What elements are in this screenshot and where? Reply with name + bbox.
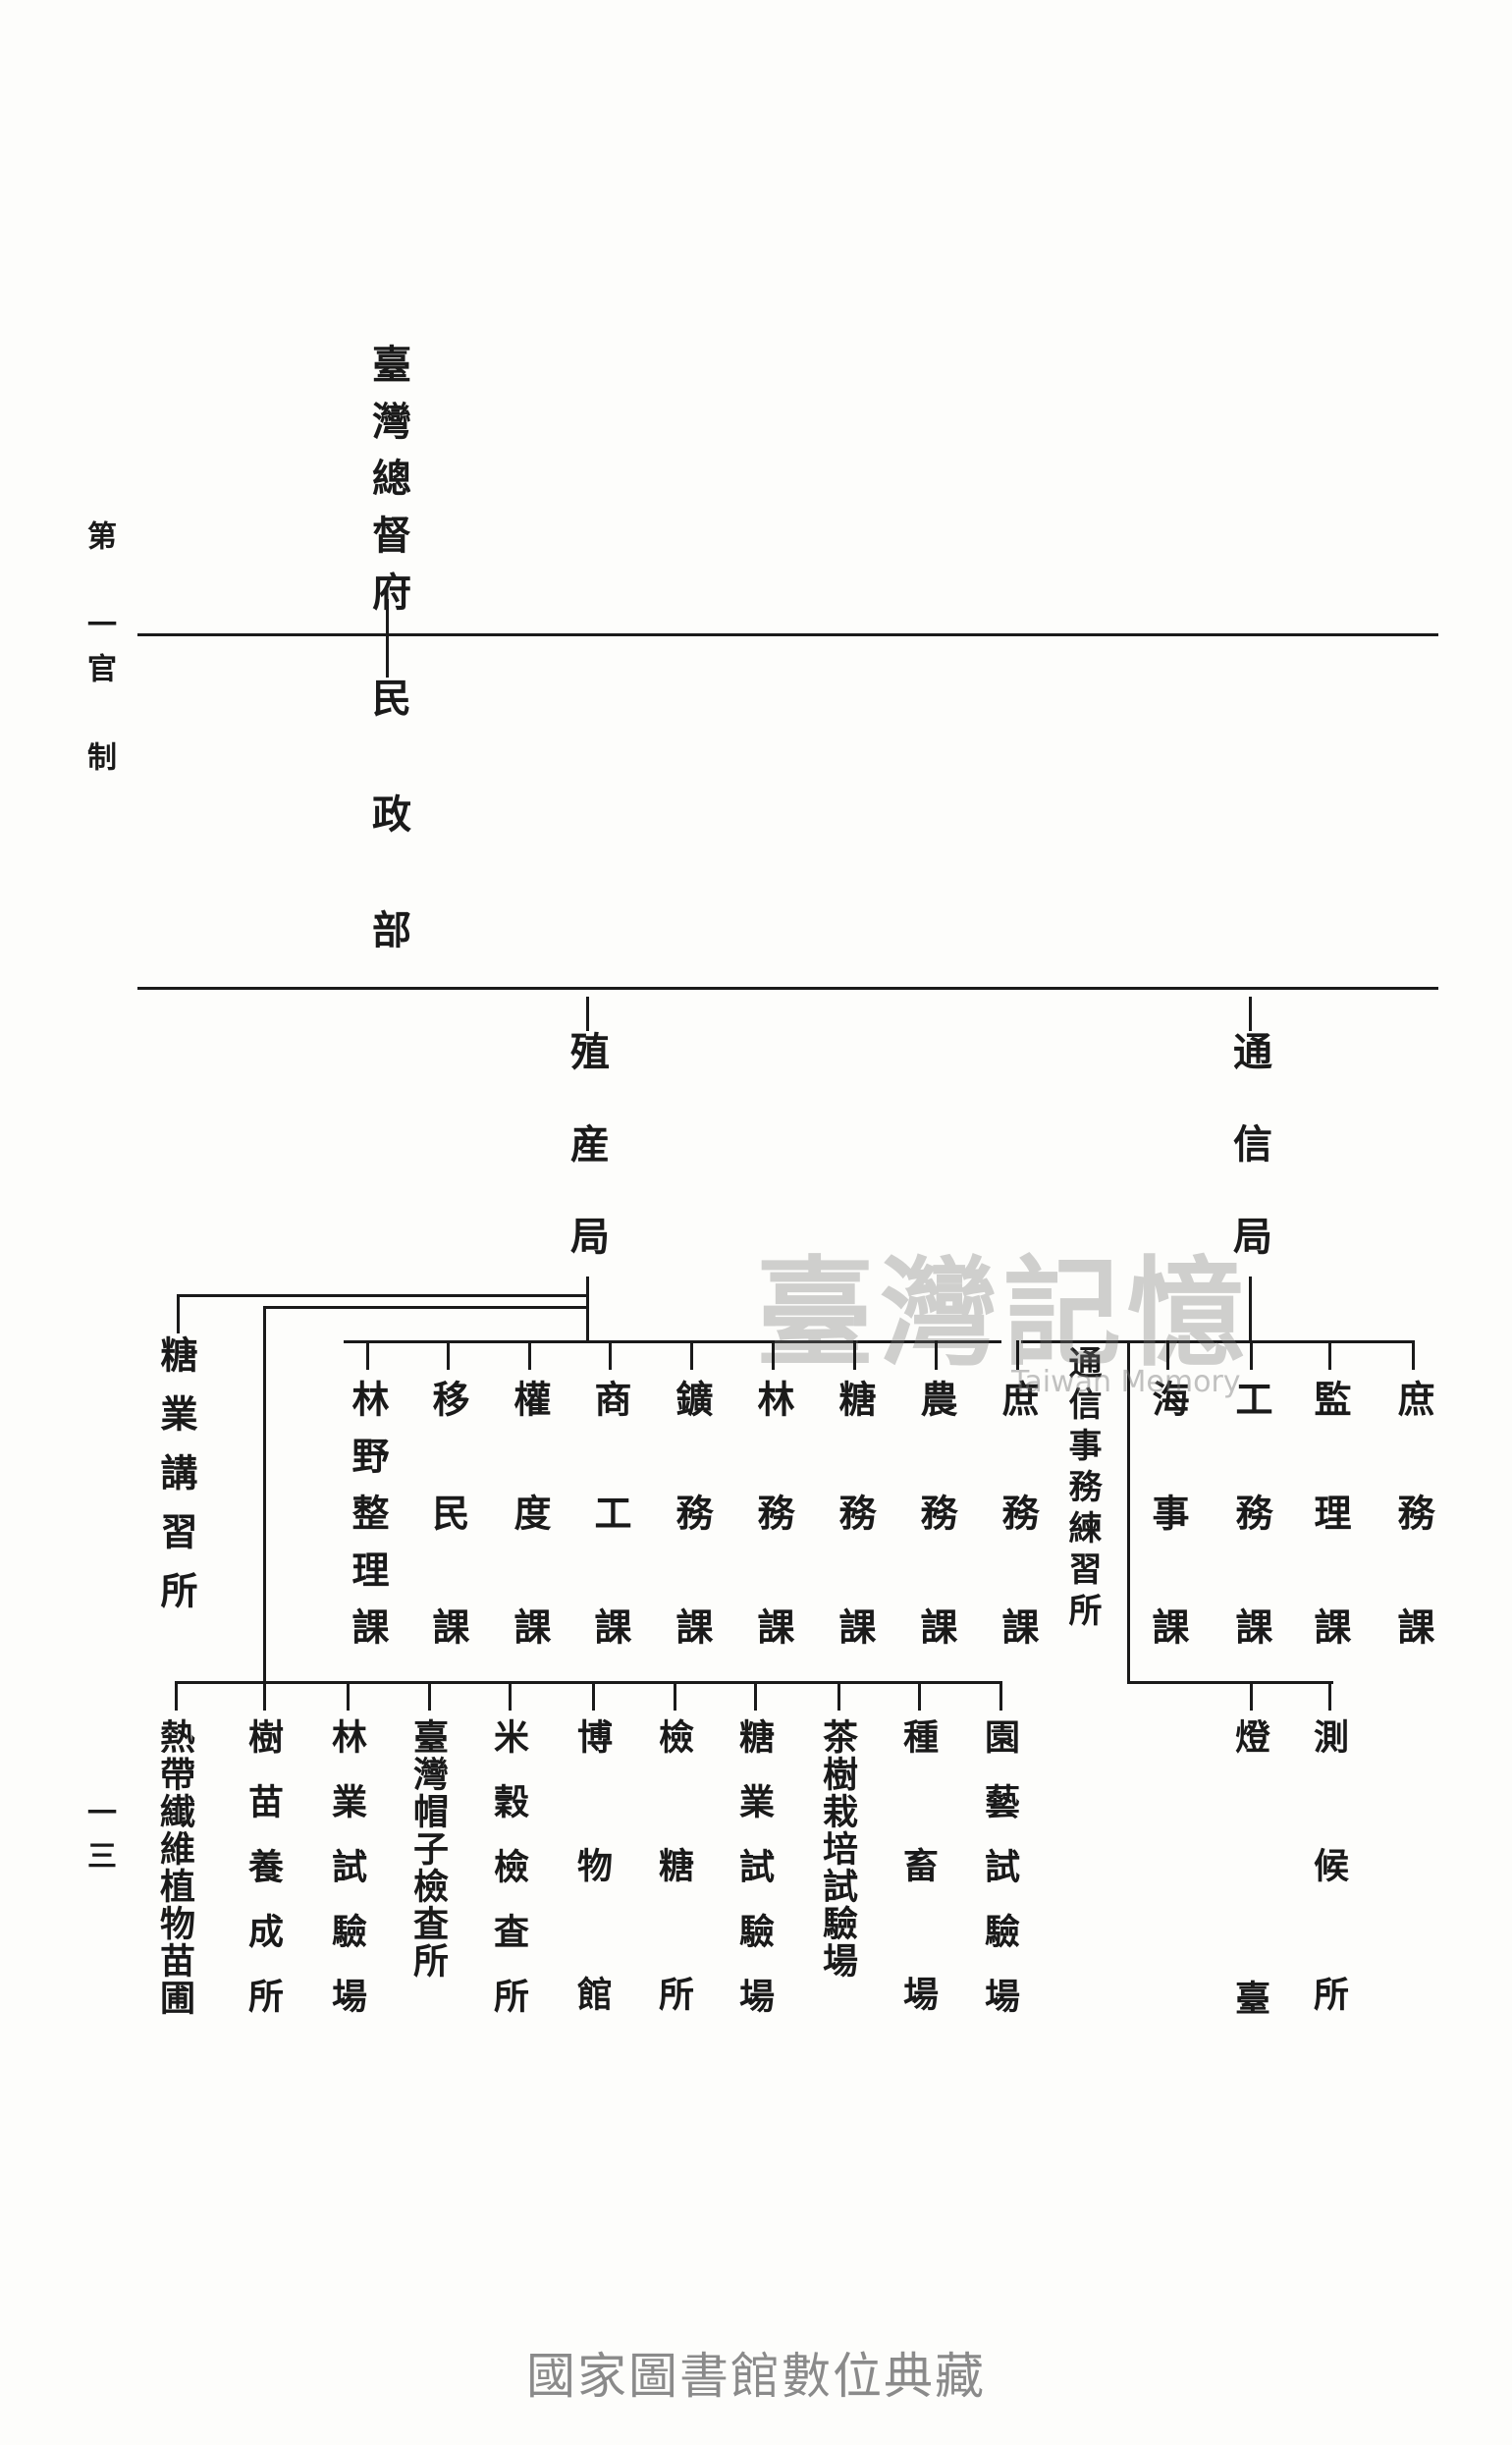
- connector-tick: [528, 1340, 531, 1370]
- colonial-school: 糖業講習所: [154, 1335, 198, 1630]
- colonial-section: 商工課: [588, 1380, 632, 1721]
- colonial-facility: 熱帶纎維植物苗圃: [154, 1718, 195, 2017]
- colonial-facility: 樹苗養成所: [243, 1718, 284, 2042]
- connector-tick: [935, 1340, 938, 1370]
- colonial-section: 糖務課: [833, 1380, 877, 1721]
- connector-tick: [754, 1681, 757, 1711]
- bureau-colonial: 殖産局: [564, 1031, 610, 1308]
- connector-root: [386, 599, 389, 678]
- rule-1: [137, 633, 1438, 636]
- comm-facility: 測候所: [1308, 1718, 1349, 2104]
- connector-tick: [853, 1340, 856, 1370]
- comm-section: 庶務課: [1391, 1380, 1435, 1721]
- connector-tick: [772, 1340, 775, 1370]
- connector-tick: [592, 1681, 595, 1711]
- comm-school: 通信事務練習所: [1062, 1345, 1102, 1634]
- colonial-section: 林野整理課: [346, 1380, 390, 1664]
- connector-tick: [263, 1681, 266, 1711]
- comm-section: 海事課: [1146, 1380, 1190, 1721]
- colonial-section: 鑛務課: [670, 1380, 714, 1721]
- comm-left-trunk: [1127, 1340, 1130, 1684]
- colonial-facility: 臺灣帽子檢査所: [407, 1718, 449, 1980]
- colonial-facility: 糖業試驗場: [733, 1718, 775, 2042]
- rule-2: [137, 987, 1438, 990]
- connector-tick: [1328, 1340, 1331, 1370]
- comm-sections-bar: [1021, 1340, 1414, 1343]
- facility-trunk: [263, 1308, 266, 1681]
- connector-tick: [690, 1340, 693, 1370]
- facility-trunk-top: [263, 1306, 587, 1309]
- connector-tick: [447, 1340, 450, 1370]
- comm-facility: 燈臺: [1229, 1718, 1270, 2241]
- connector-tick: [1328, 1681, 1331, 1711]
- comm-facilities-bar: [1127, 1681, 1333, 1684]
- colonial-facility: 園藝試驗場: [979, 1718, 1020, 2042]
- colonial-facility: 茶樹栽培試驗場: [817, 1718, 858, 1980]
- colonial-facility: 米穀檢査所: [488, 1718, 529, 2042]
- watermark-subtitle: Taiwan Memory: [1011, 1365, 1241, 1399]
- sections-bar: [344, 1340, 1001, 1343]
- comm-section: 工務課: [1229, 1380, 1273, 1721]
- colonial-stem: [586, 1277, 589, 1342]
- colonial-facility: 林業試驗場: [326, 1718, 367, 2042]
- connector-tick: [175, 1681, 178, 1711]
- connector-communications: [1249, 997, 1252, 1031]
- root-node: 臺灣總督府: [365, 344, 411, 628]
- connector-tick: [837, 1681, 840, 1711]
- connector-tick: [428, 1681, 431, 1711]
- colonial-section: 移民課: [426, 1380, 470, 1721]
- level1-node: 民政部: [365, 678, 411, 1025]
- colonial-left-bar: [177, 1294, 589, 1297]
- chapter-label: 第一: [81, 520, 116, 697]
- connector-tick: [1016, 1340, 1019, 1370]
- watermark-logo: 臺灣記憶: [756, 1244, 1251, 1383]
- connector-tick: [1250, 1340, 1253, 1370]
- comm-section: 監理課: [1308, 1380, 1352, 1721]
- connector-colonial: [586, 997, 589, 1031]
- colonial-facility: 檢糖所: [653, 1718, 694, 2104]
- colonial-section: 權度課: [508, 1380, 552, 1721]
- colonial-section: 庶務課: [996, 1380, 1040, 1721]
- colonial-section: 林務課: [751, 1380, 795, 1721]
- connector-tick: [1166, 1340, 1169, 1370]
- connector-tick: [674, 1681, 676, 1711]
- connector-tick: [347, 1681, 350, 1711]
- connector-tick: [999, 1681, 1002, 1711]
- connector-tick: [918, 1681, 921, 1711]
- colonial-section: 農務課: [914, 1380, 958, 1721]
- chapter-title: 官制: [81, 653, 116, 830]
- school-connector: [177, 1294, 180, 1333]
- colonial-facility: 種畜場: [897, 1718, 939, 2104]
- colonial-facility: 博物館: [571, 1718, 613, 2104]
- connector-tick: [1250, 1681, 1253, 1711]
- connector-tick: [509, 1681, 512, 1711]
- facilities-bar: [177, 1681, 1001, 1684]
- connector-tick: [366, 1340, 369, 1370]
- connector-tick: [1412, 1340, 1415, 1370]
- bureau-communications: 通信局: [1226, 1031, 1272, 1308]
- connector-tick: [609, 1340, 612, 1370]
- page-number: 一三: [81, 1797, 116, 1883]
- footer-archive-label: 國家圖書館數位典藏: [526, 2348, 986, 2405]
- comm-stem: [1249, 1277, 1252, 1340]
